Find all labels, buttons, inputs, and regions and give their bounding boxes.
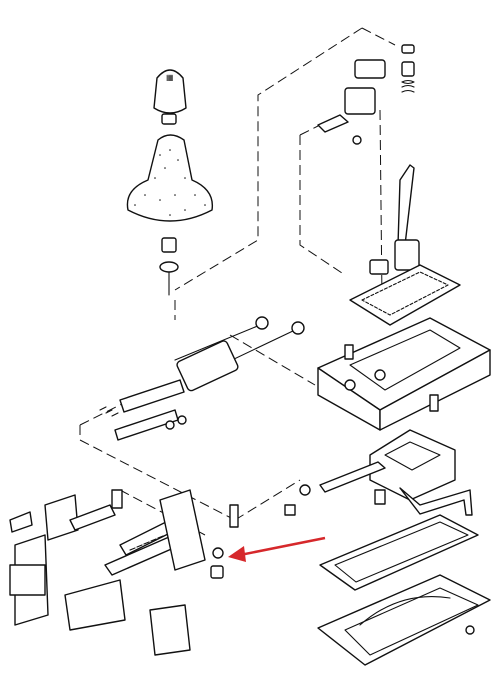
upper-gasket-plate [349, 264, 461, 326]
bottom-cover-plate [317, 514, 491, 666]
upper-shift-linkage [317, 44, 420, 275]
shift-cables [99, 316, 305, 441]
lower-shift-mechanism [284, 429, 473, 516]
callout-arrow [228, 536, 326, 562]
svg-text:▦: ▦ [166, 73, 174, 82]
boot-dot-texture [134, 149, 206, 216]
transmission-linkage [9, 489, 239, 656]
shifter-housing [317, 317, 491, 431]
gear-knob-assembly: ▦ [126, 69, 214, 296]
